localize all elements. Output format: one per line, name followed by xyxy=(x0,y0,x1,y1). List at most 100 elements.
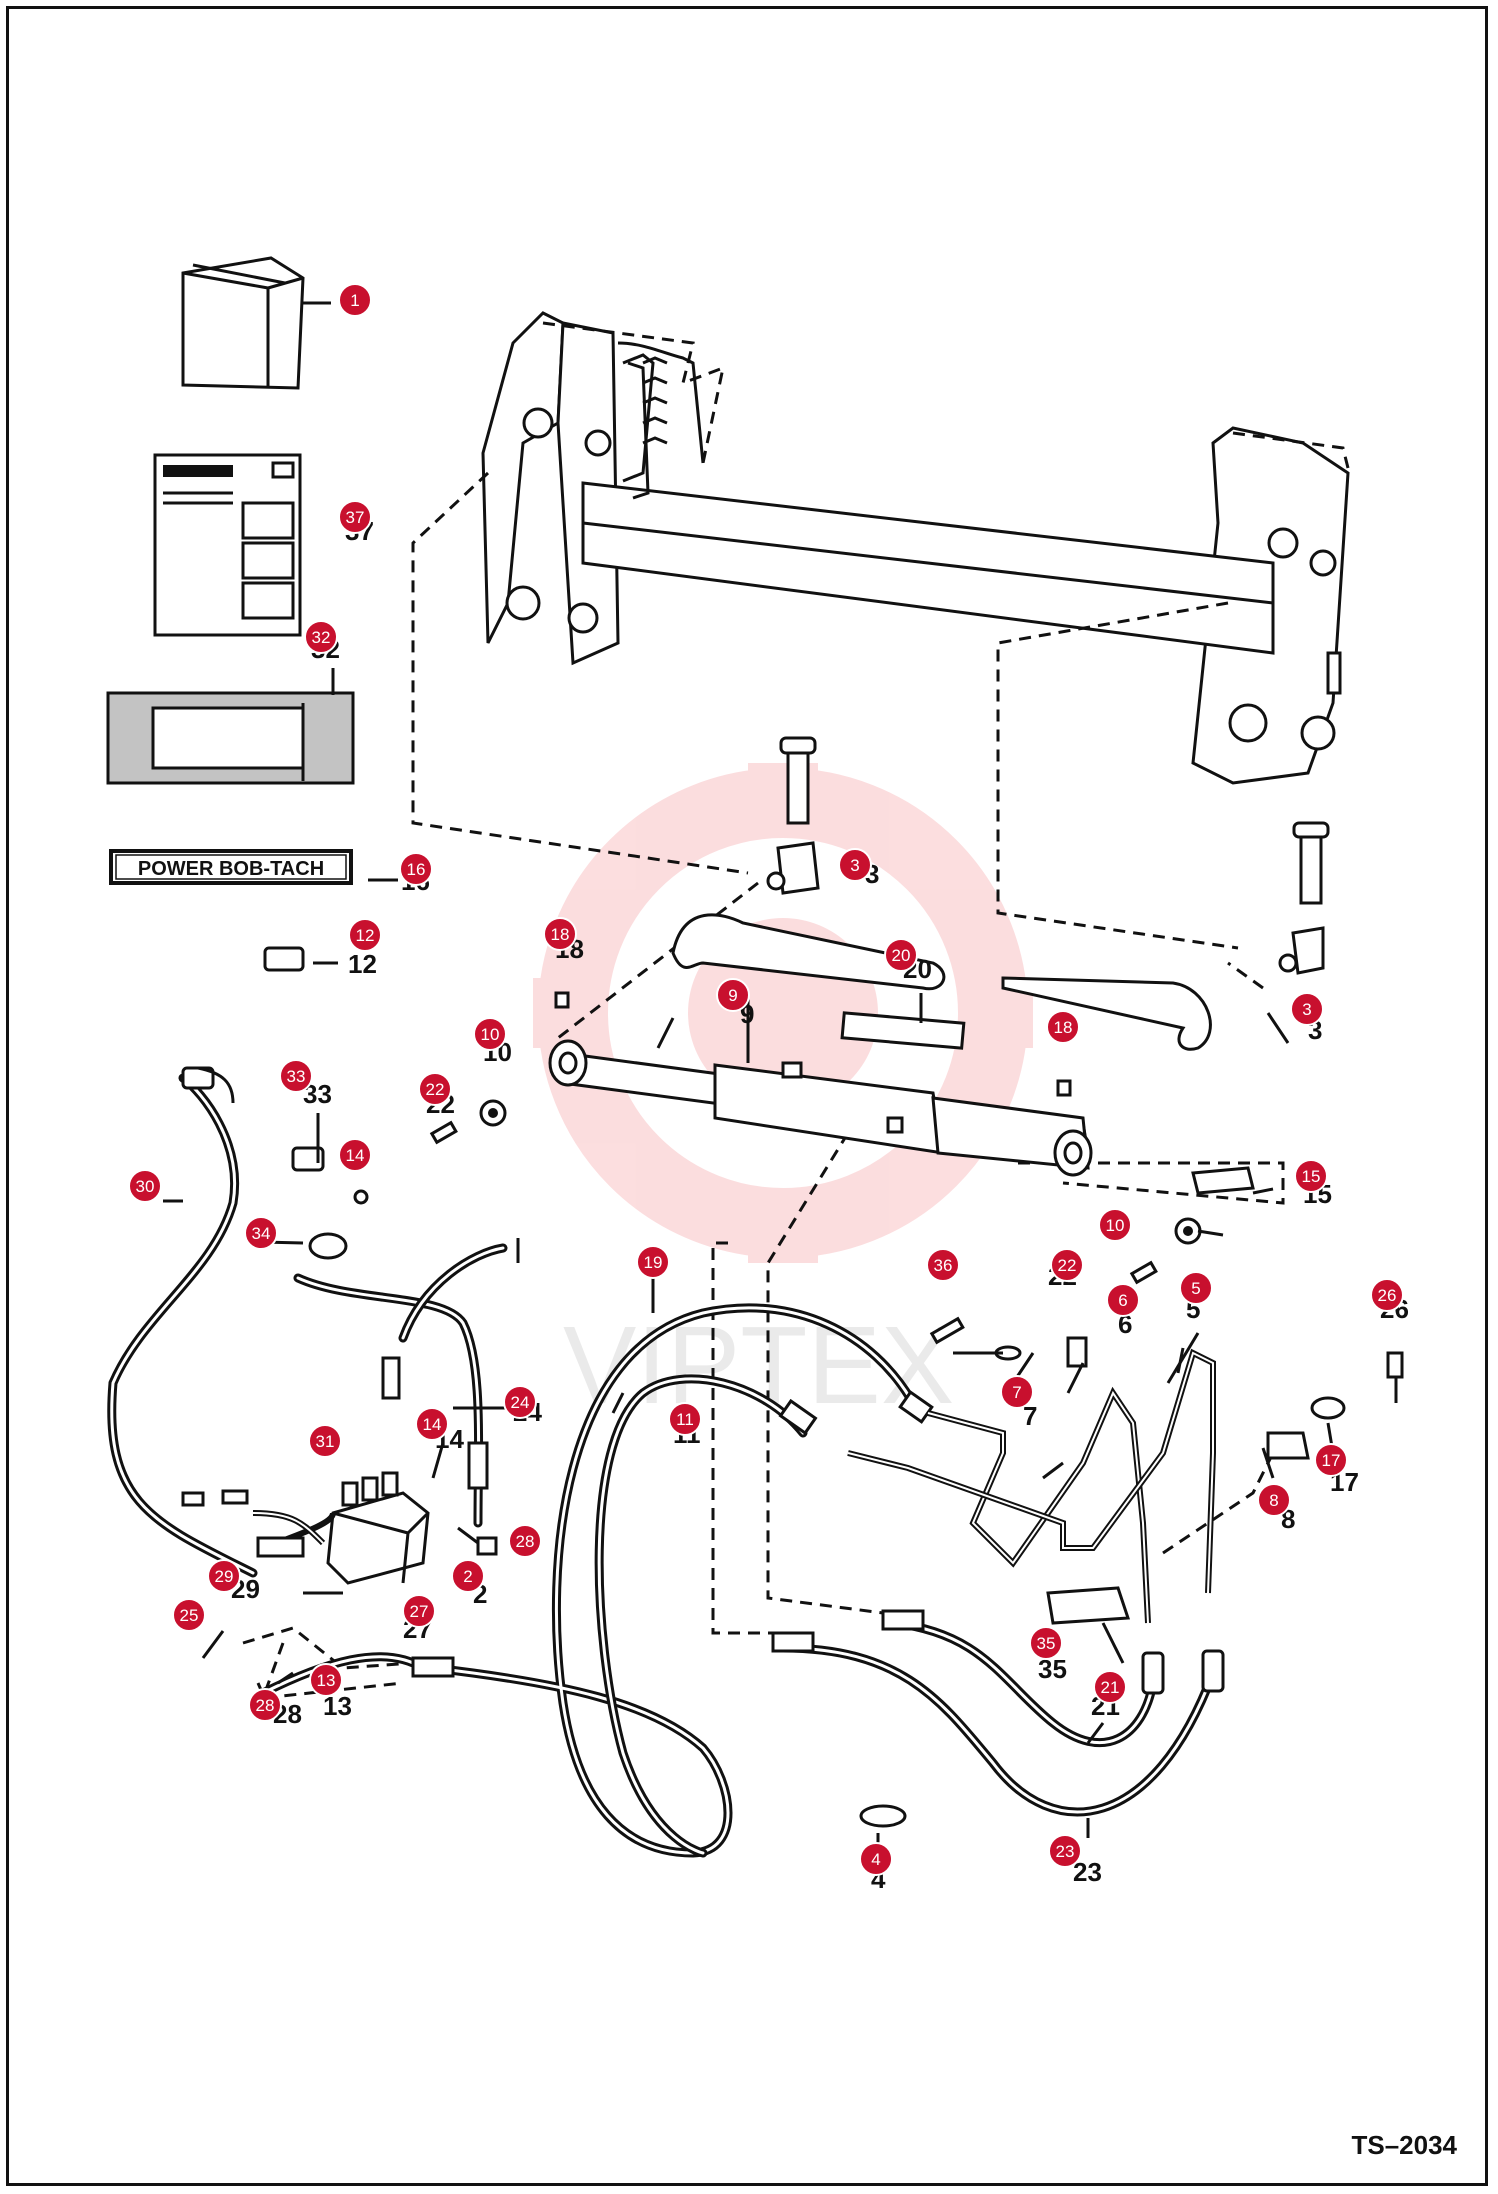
callout-3[interactable]: 3 xyxy=(838,848,872,882)
callout-14[interactable]: 14 xyxy=(338,1138,372,1172)
callout-number-17: 17 xyxy=(1322,1451,1341,1470)
callout-circle-22b[interactable] xyxy=(1050,1248,1084,1282)
callout-11[interactable]: 11 xyxy=(668,1402,702,1436)
callout-circle-35[interactable] xyxy=(1029,1626,1063,1660)
callout-37[interactable]: 37 xyxy=(338,500,372,534)
callout-circle-3b[interactable] xyxy=(1290,992,1324,1026)
callout-19[interactable]: 19 xyxy=(636,1245,670,1279)
callout-circle-16[interactable] xyxy=(399,852,433,886)
wire-harness xyxy=(181,1066,249,1507)
callout-circle-17[interactable] xyxy=(1314,1443,1348,1477)
callout-circle-22[interactable] xyxy=(418,1072,452,1106)
callout-30[interactable]: 30 xyxy=(128,1169,162,1203)
callout-circle-37[interactable] xyxy=(338,500,372,534)
callout-31[interactable]: 31 xyxy=(308,1424,342,1458)
callout-circle-31[interactable] xyxy=(308,1424,342,1458)
callout-4[interactable]: 4 xyxy=(859,1842,893,1876)
callout-circle-24[interactable] xyxy=(503,1385,537,1419)
callout-26[interactable]: 26 xyxy=(1370,1278,1404,1312)
callout-7[interactable]: 7 xyxy=(1000,1375,1034,1409)
callout-circle-11[interactable] xyxy=(668,1402,702,1436)
callout-circle-30[interactable] xyxy=(128,1169,162,1203)
callout-circle-15[interactable] xyxy=(1294,1159,1328,1193)
callout-10b[interactable]: 10 xyxy=(1098,1208,1132,1242)
callout-circle-21[interactable] xyxy=(1093,1670,1127,1704)
callout-circle-5[interactable] xyxy=(1179,1271,1213,1305)
callout-circle-33[interactable] xyxy=(279,1059,313,1093)
callout-circle-18[interactable] xyxy=(543,917,577,951)
callout-circle-2[interactable] xyxy=(451,1559,485,1593)
callout-2[interactable]: 2 xyxy=(451,1559,485,1593)
callout-33[interactable]: 33 xyxy=(279,1059,313,1093)
callout-32[interactable]: 32 xyxy=(304,620,338,654)
callout-circle-12[interactable] xyxy=(348,918,382,952)
callout-10[interactable]: 10 xyxy=(473,1017,507,1051)
callout-3b[interactable]: 3 xyxy=(1290,992,1324,1026)
leader-dashes-cyl-left xyxy=(557,881,759,1040)
part-operation-manual xyxy=(153,453,302,637)
callout-17[interactable]: 17 xyxy=(1314,1443,1348,1477)
callout-circle-20[interactable] xyxy=(884,938,918,972)
callout-circle-14[interactable] xyxy=(338,1138,372,1172)
callout-circle-25[interactable] xyxy=(172,1598,206,1632)
callout-16[interactable]: 16 xyxy=(399,852,433,886)
callout-circle-14b[interactable] xyxy=(415,1407,449,1441)
callout-circle-13[interactable] xyxy=(309,1663,343,1697)
callout-14b[interactable]: 14 xyxy=(415,1407,449,1441)
callout-circle-28[interactable] xyxy=(508,1524,542,1558)
hose-fittings xyxy=(181,1066,1225,1695)
callout-circle-29[interactable] xyxy=(207,1559,241,1593)
callout-circle-18b[interactable] xyxy=(1046,1010,1080,1044)
callout-12[interactable]: 12 xyxy=(348,918,382,952)
callout-circle-26[interactable] xyxy=(1370,1278,1404,1312)
callout-circle-28b[interactable] xyxy=(248,1688,282,1722)
callout-8[interactable]: 8 xyxy=(1257,1483,1291,1517)
callout-27[interactable]: 27 xyxy=(402,1594,436,1628)
callout-number-18b: 18 xyxy=(1054,1018,1073,1037)
callout-22[interactable]: 22 xyxy=(418,1072,452,1106)
callout-circle-36[interactable] xyxy=(926,1248,960,1282)
callout-circle-4[interactable] xyxy=(859,1842,893,1876)
valve-block xyxy=(252,1471,498,1585)
callout-34[interactable]: 34 xyxy=(244,1216,278,1250)
leader-lines xyxy=(163,993,1398,1873)
callout-23[interactable]: 23 xyxy=(1048,1834,1082,1868)
callout-22b[interactable]: 22 xyxy=(1050,1248,1084,1282)
callout-29[interactable]: 29 xyxy=(207,1559,241,1593)
callout-21[interactable]: 21 xyxy=(1093,1670,1127,1704)
callout-circle-10b[interactable] xyxy=(1098,1208,1132,1242)
callout-circle-23[interactable] xyxy=(1048,1834,1082,1868)
callout-circle-10[interactable] xyxy=(473,1017,507,1051)
callout-number-3b: 3 xyxy=(1302,1000,1311,1019)
callout-1[interactable]: 1 xyxy=(338,283,372,317)
callout-circle-34[interactable] xyxy=(244,1216,278,1250)
callout-circle-3[interactable] xyxy=(838,848,872,882)
callout-18b[interactable]: 18 xyxy=(1046,1010,1080,1044)
callout-36[interactable]: 36 xyxy=(926,1248,960,1282)
callout-25[interactable]: 25 xyxy=(172,1598,206,1632)
callout-5[interactable]: 5 xyxy=(1179,1271,1213,1305)
callout-35[interactable]: 35 xyxy=(1029,1626,1063,1660)
callout-6[interactable]: 6 xyxy=(1106,1283,1140,1317)
callout-circle-19[interactable] xyxy=(636,1245,670,1279)
callout-20[interactable]: 20 xyxy=(884,938,918,972)
callout-circle-7[interactable] xyxy=(1000,1375,1034,1409)
callout-circle-1[interactable] xyxy=(338,283,372,317)
callout-circle-9[interactable] xyxy=(716,978,750,1012)
callout-circle-32[interactable] xyxy=(304,620,338,654)
callout-number-16: 16 xyxy=(407,860,426,879)
callout-number-35: 35 xyxy=(1037,1634,1056,1653)
bob-tach-frame xyxy=(481,311,1350,785)
callout-number-22b: 22 xyxy=(1058,1256,1077,1275)
callout-15[interactable]: 15 xyxy=(1294,1159,1328,1193)
callout-13[interactable]: 13 xyxy=(309,1663,343,1697)
callout-circle-27[interactable] xyxy=(402,1594,436,1628)
callout-18[interactable]: 18 xyxy=(543,917,577,951)
callout-circle-8[interactable] xyxy=(1257,1483,1291,1517)
callout-28[interactable]: 28 xyxy=(508,1524,542,1558)
callout-number-21: 21 xyxy=(1101,1678,1120,1697)
callout-24[interactable]: 24 xyxy=(503,1385,537,1419)
callout-circle-6[interactable] xyxy=(1106,1283,1140,1317)
callout-28b[interactable]: 28 xyxy=(248,1688,282,1722)
callout-9[interactable]: 9 xyxy=(716,978,750,1012)
